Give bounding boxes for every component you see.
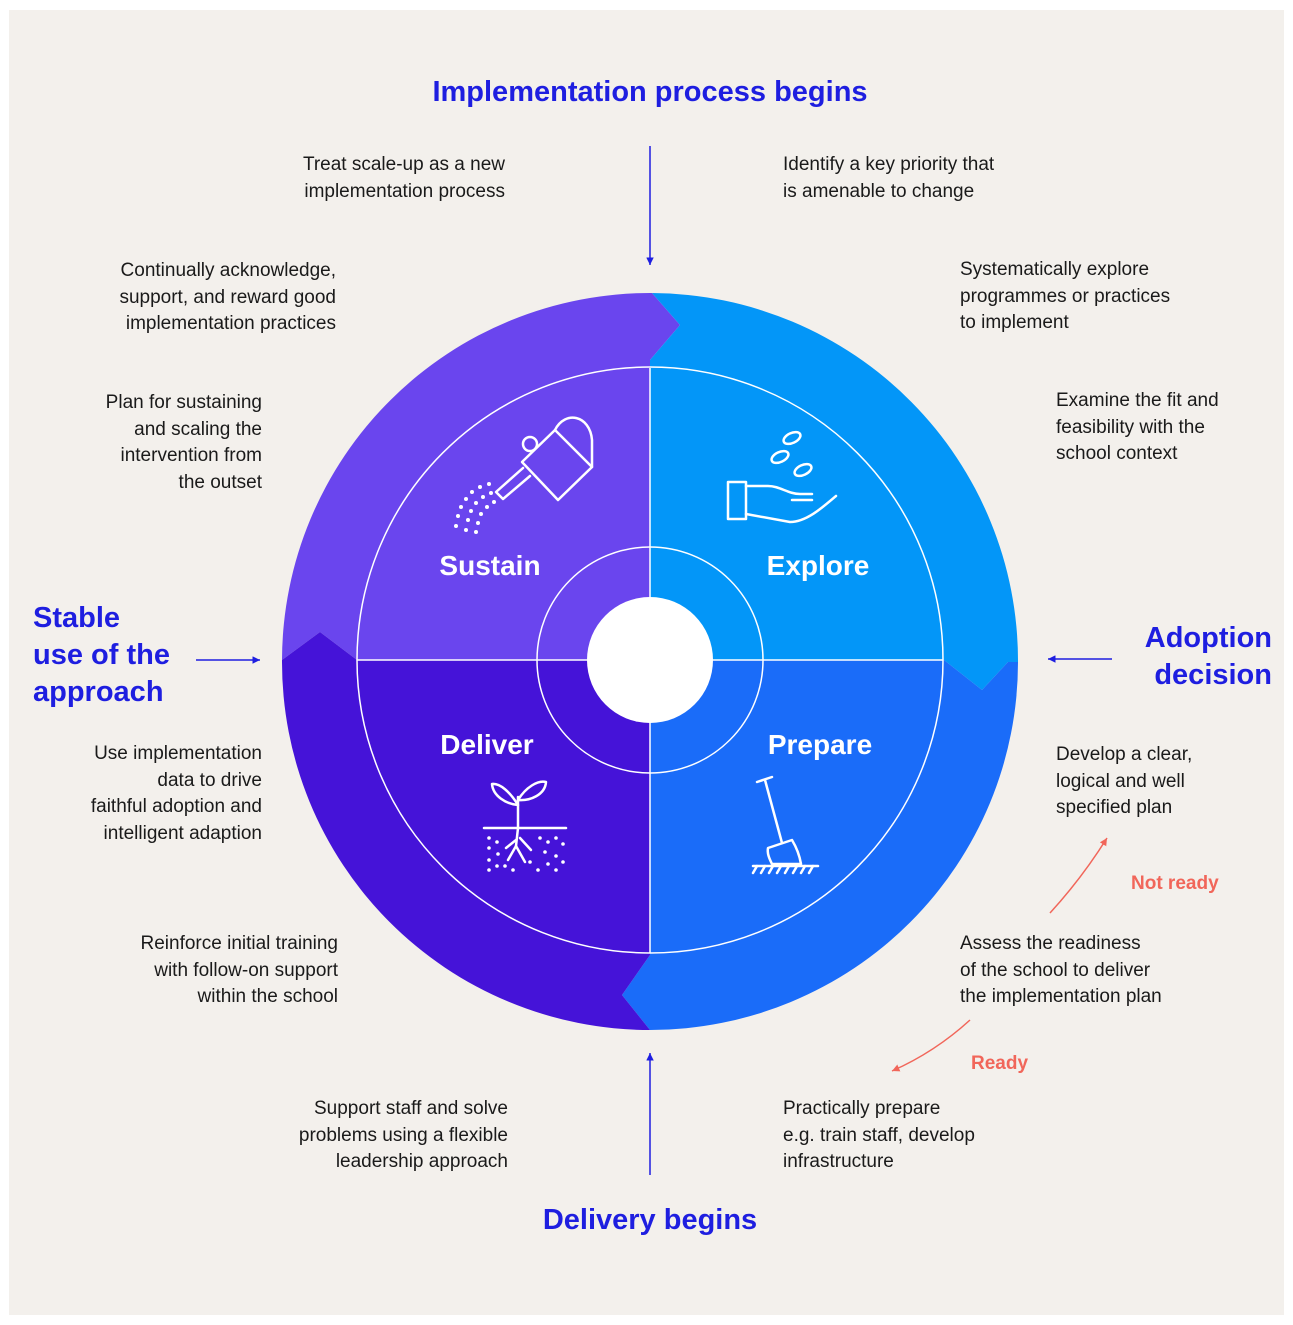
arrow-not-ready: [1049, 837, 1108, 914]
phase-label-sustain: Sustain: [439, 550, 541, 581]
step-deliver-support: Support staff and solve problems using a…: [298, 1098, 508, 1172]
prepare-segment: [622, 660, 1018, 1030]
heading-adoption-decision: Adoption decision: [1144, 622, 1272, 691]
soil-dots: [487, 836, 565, 872]
step-deliver-reinforce: Reinforce initial training with follow-o…: [140, 933, 339, 1007]
hand-with-seeds-icon: [726, 430, 838, 524]
step-explore-fit: Examine the fit and feasibility with the…: [1056, 390, 1219, 464]
heading-stable-use: Stable use of the approach: [33, 602, 170, 708]
label-ready: Ready: [971, 1053, 1029, 1074]
step-explore-programmes: Systematically explore programmes or pra…: [960, 259, 1171, 333]
explore-segment: [650, 293, 1019, 690]
label-not-ready: Not ready: [1131, 873, 1219, 894]
phase-label-deliver: Deliver: [440, 729, 534, 760]
watering-can-icon: [494, 416, 594, 502]
step-sustain-acknowledge: Continually acknowledge, support, and re…: [119, 260, 336, 334]
heading-implementation-begins: Implementation process begins: [432, 76, 868, 108]
deliver-segment: [281, 632, 650, 1030]
step-deliver-data: Use implementation data to drive faithfu…: [90, 743, 262, 844]
center-hole: [587, 597, 713, 723]
shovel-icon: [751, 775, 820, 875]
step-prepare-plan: Develop a clear, logical and well specif…: [1056, 744, 1193, 818]
phase-label-prepare: Prepare: [767, 729, 873, 760]
sustain-segment: [282, 292, 680, 660]
step-sustain-scale-up: Treat scale-up as a new implementation p…: [302, 154, 505, 202]
step-prepare-practical: Practically prepare e.g. train staff, de…: [783, 1098, 975, 1172]
phase-label-explore: Explore: [766, 550, 870, 581]
heading-delivery-begins: Delivery begins: [542, 1204, 758, 1236]
sprout-icon: [482, 780, 568, 864]
arrow-ready: [891, 1019, 971, 1072]
step-prepare-readiness: Assess the readiness of the school to de…: [960, 933, 1162, 1007]
water-droplets: [454, 482, 496, 534]
step-sustain-plan: Plan for sustaining and scaling the inte…: [105, 392, 262, 493]
step-explore-priority: Identify a key priority that is amenable…: [783, 154, 995, 202]
